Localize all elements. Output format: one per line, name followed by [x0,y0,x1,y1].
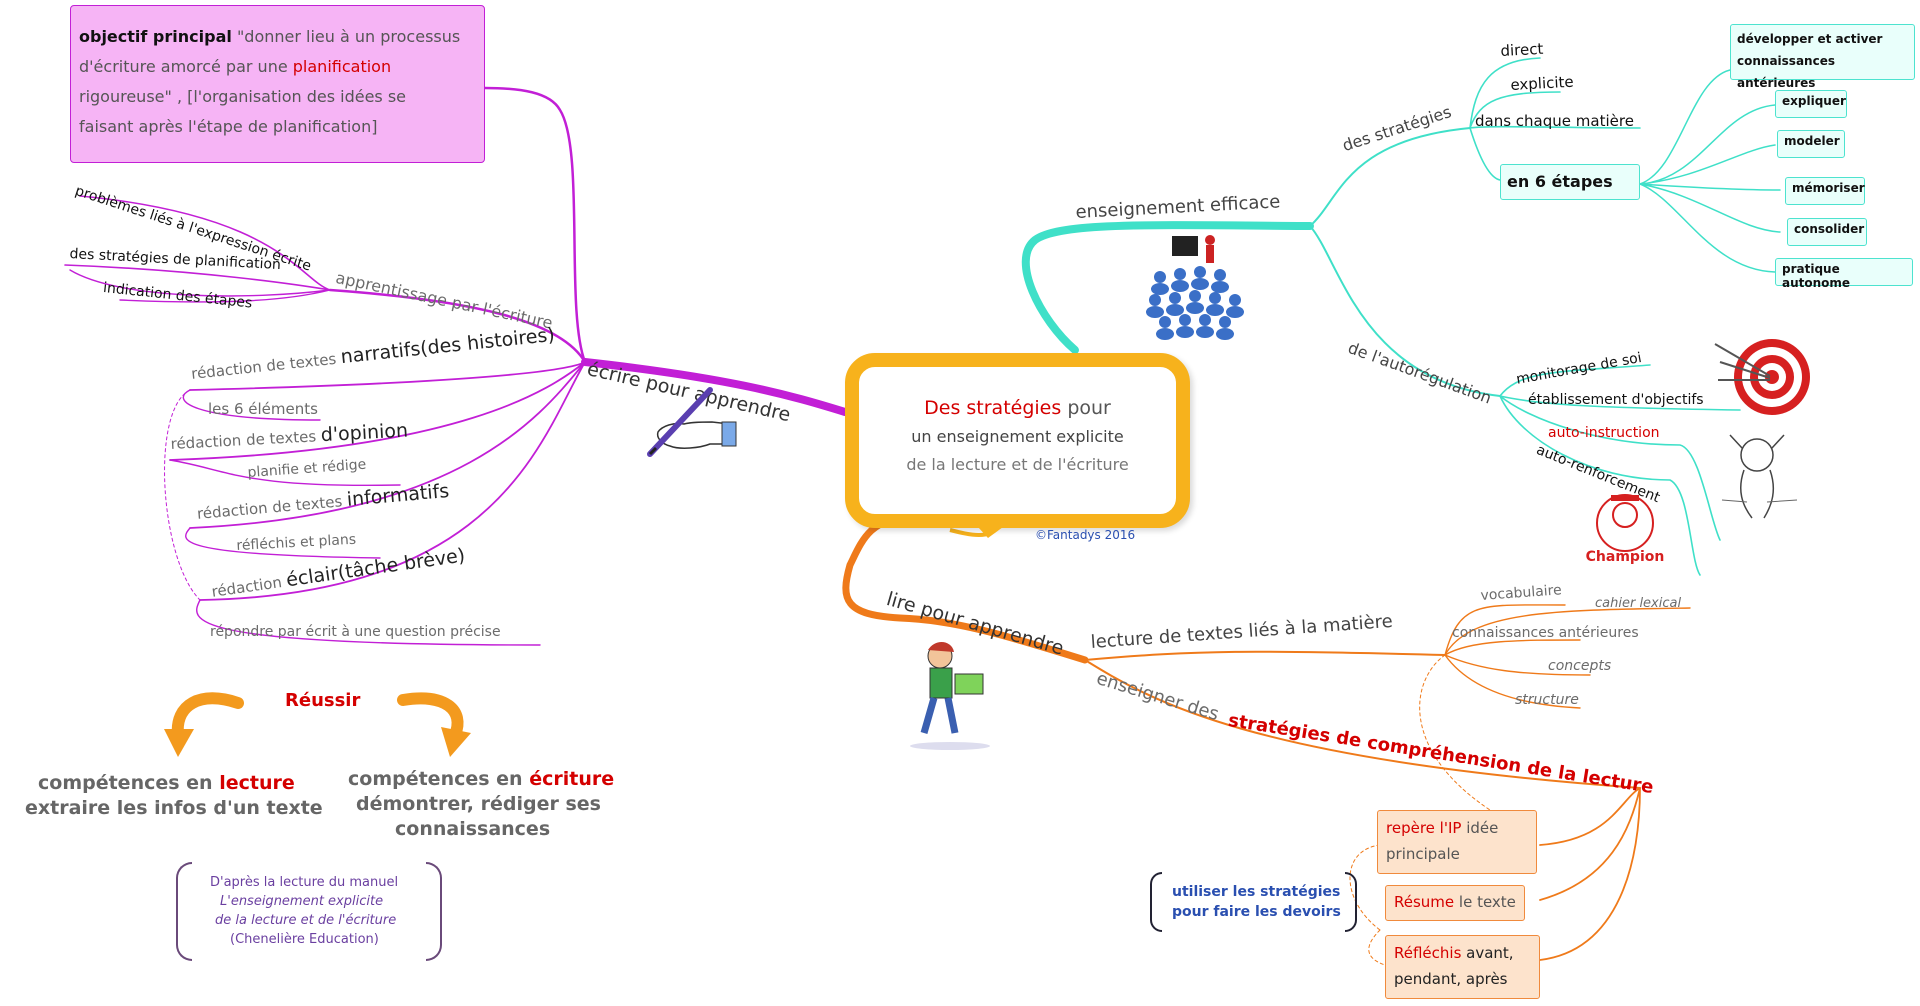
reflechis-rest: avant, [1461,944,1514,962]
branch-objectif [483,86,587,364]
lire-structure: structure [1515,692,1579,708]
resume-red: Résume [1394,893,1455,911]
center-title-rest: pour [1061,397,1111,419]
lire-concepts: concepts [1548,658,1612,674]
strat-direct: direct [1500,39,1544,60]
competence-lecture: compétences en lecture [38,772,295,794]
branch-apprentissage [328,288,587,364]
source-l1: D'après la lecture du manuel [210,875,399,890]
ecriture-pre: compétences en [348,768,530,790]
champion-text: Champion [1586,549,1665,565]
objectif-q3: rigoureuse" , [l'organisation des idées … [79,87,407,106]
competence-ecriture: compétences en écriture [348,768,614,790]
repere-2: principale [1386,845,1460,863]
ecrire-branches [64,86,849,646]
main-branch-ecrire [581,358,849,416]
competence-ecriture-3: connaissances [395,818,551,840]
reussir-title: Réussir [285,690,361,711]
resume-rest: le texte [1454,893,1516,911]
devoirs-bracket-right [1345,872,1357,932]
repere-box: repère l'IP idée principale [1377,810,1537,874]
competence-ecriture-2: démontrer, rédiger ses [356,793,601,815]
competence-lecture-2: extraire les infos d'un texte [25,797,323,819]
writing-hand-icon [647,387,737,457]
objectif-label: objectif principal [79,27,232,46]
etapes-box: en 6 étapes [1500,164,1640,200]
center-line3: de la lecture et de l'écriture [906,455,1129,474]
student-reading-icon [910,641,990,750]
source-bracket-left [176,862,192,961]
reflechis-red: Réfléchis [1394,944,1462,962]
lire-branches [842,516,1691,966]
devoirs-l2: pour faire les devoirs [1172,904,1341,920]
curved-arrow-right-icon [397,692,471,757]
objectif-box: objectif principal "donner lieu à un pro… [70,5,485,163]
center-line2: un enseignement explicite [911,427,1124,446]
narratifs-sub: les 6 éléments [208,400,318,418]
devoirs-bracket-left [1150,872,1162,932]
branch-opinion [169,361,586,461]
center-title-red: Des stratégies [924,397,1062,419]
main-branch-enseignement [1021,221,1314,354]
repere-red: repère l'IP [1386,819,1462,837]
thinking-person-icon [1721,434,1798,519]
devoirs-l1: utiliser les stratégies [1172,884,1341,900]
step-developper: développer et activer connaissances anté… [1730,24,1915,90]
center-bubble: Des stratégies pour un enseignement expl… [845,353,1190,528]
source-bracket-right [426,862,442,961]
source-l4: (Chenelière Education) [230,932,379,947]
curved-arrow-left-icon [164,692,244,757]
strat-chaque: dans chaque matière [1475,112,1634,130]
lecture-pre: compétences en [38,772,220,794]
reflechis-box: Réfléchis avant, pendant, après [1385,935,1540,999]
champion-badge-icon: Champion [1586,494,1665,565]
source-l3: de la lecture et de l'écriture [215,913,397,928]
main-branch-lire [842,516,1089,664]
eclair-sub: répondre par écrit à une question précis… [210,624,501,640]
autoreg-objectifs: établissement d'objectifs [1528,392,1704,408]
objectif-q1: "donner lieu à un processus [231,27,461,46]
target-icon [1714,339,1810,415]
reflechis-2: pendant, après [1394,970,1508,988]
objectif-q2: d'écriture amorcé par une [79,57,293,76]
opinion-big: d'opinion [320,419,409,447]
objectif-planification: planification [292,57,392,76]
branch-info [189,361,586,529]
bubble-tail [968,516,1018,538]
lire-cahier: cahier lexical [1595,596,1682,611]
source-l2: L'enseignement explicite [220,894,384,909]
ecriture-red: écriture [529,768,615,790]
resume-box: Résume le texte [1385,885,1525,921]
copyright: ©Fantadys 2016 [1035,528,1136,542]
autoreg-instruction: auto-instruction [1548,425,1660,441]
objectif-q4: faisant après l'étape de planification] [79,117,378,136]
step-consolider: consolider [1787,218,1867,246]
step-memoriser: mémoriser [1785,177,1865,205]
repere-rest: idée [1461,819,1499,837]
step-modeler: modeler [1777,130,1845,158]
step-expliquer: expliquer [1775,90,1847,118]
lire-connaissances: connaissances antérieures [1452,625,1639,641]
branch-narratifs [189,361,586,391]
step-pratique: pratique autonome [1775,258,1913,290]
strat-explicite: explicite [1510,72,1575,94]
lecture-red: lecture [219,772,295,794]
enseignement-branches [1021,57,1781,576]
branch-eclair [199,361,586,601]
classroom-teacher-icon [1146,235,1244,340]
